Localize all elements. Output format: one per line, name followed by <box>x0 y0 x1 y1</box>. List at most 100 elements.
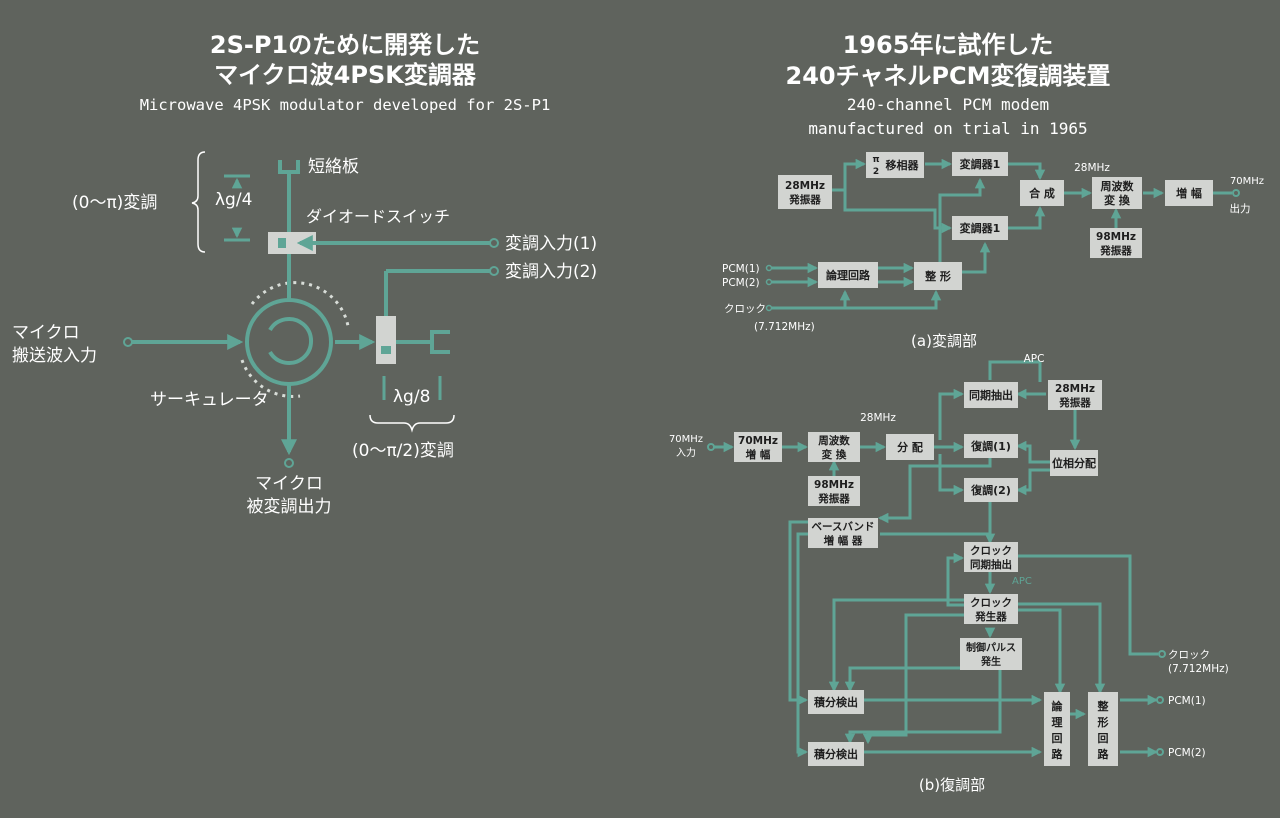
right-subtitle-line1: 240-channel PCM modem <box>847 95 1049 114</box>
mod-wire-osc-to-shift <box>830 158 867 192</box>
left-title-line1: 2S-P1のために開発した <box>210 31 480 59</box>
mod-input2-label: 変調入力(2) <box>505 262 597 282</box>
dem-shaping-v-0: 整 <box>1097 699 1109 713</box>
mod-amp-label: 増 幅 <box>1176 186 1202 200</box>
dem-ctrl-pulse-l1: 制御パルス <box>966 641 1016 654</box>
dem-clock-sync-l2: 同期抽出 <box>970 558 1012 571</box>
diode-element <box>278 238 286 248</box>
short-plate-label: 短絡板 <box>308 157 359 177</box>
circulator-flow-dots-bottom <box>240 359 301 398</box>
dem-clock-out-freq-label: (7.712MHz) <box>1168 663 1229 675</box>
mod-modulator1a-box <box>952 152 1008 176</box>
dem-shaping-v-2: 回 <box>1098 731 1109 745</box>
dem-wire-gen-to-int2 <box>862 613 965 745</box>
dem-pcm1-label: PCM(1) <box>1168 695 1206 707</box>
output-terminal <box>284 458 294 468</box>
mod-osc98-l2: 発振器 <box>1099 244 1132 257</box>
mod-combine-box <box>1020 180 1064 206</box>
mod-osc28-l2: 発振器 <box>788 193 821 206</box>
dem-shaping-v-3: 路 <box>1098 747 1110 761</box>
dem-logic-v-box <box>1044 692 1070 766</box>
short-plate2 <box>396 330 450 354</box>
right-subtitle-line2: manufactured on trial in 1965 <box>808 119 1087 138</box>
mod-caption: (a)変調部 <box>911 332 977 350</box>
dem-wire-gen-to-int1 <box>828 598 965 693</box>
dem-integrate2-box <box>808 742 864 766</box>
mod-freqconv-l2: 変 換 <box>1104 193 1131 207</box>
mod-pcm1-label: PCM(1) <box>722 263 760 275</box>
dem-distribute-label: 分 配 <box>897 440 923 454</box>
clock-terminal <box>765 304 773 312</box>
dem-in70-l2: 入力 <box>676 446 696 459</box>
dem-osc28-l1: 28MHz <box>1055 383 1095 395</box>
dem-pcm2-terminal <box>1156 748 1164 756</box>
dem-amp70-l1: 70MHz <box>738 435 778 447</box>
mod-input2-terminal <box>489 266 499 276</box>
mod-clock-label: クロック <box>724 303 766 315</box>
lambda-g8-label: λg/8 <box>393 387 430 407</box>
right-title-line1: 1965年に試作した <box>843 31 1054 59</box>
dem-wire-apc2 <box>988 360 1040 380</box>
dem-clock-gen-l1: クロック <box>970 597 1012 609</box>
mod-shaping-box <box>914 262 962 290</box>
circulator-outer <box>245 298 333 386</box>
diode-switch-label: ダイオードスイッチ <box>306 207 450 226</box>
brace-left <box>191 151 206 253</box>
dem-in70-l1: 70MHz <box>669 434 703 445</box>
dem-demod1-box <box>964 434 1018 458</box>
dem-demod2-box <box>964 478 1018 502</box>
dem-ctrl-pulse-box <box>960 638 1022 670</box>
pcm1-terminal <box>765 264 773 272</box>
mod-clock-freq-label: (7.712MHz) <box>754 321 815 333</box>
mod-input1-label: 変調入力(1) <box>505 234 597 254</box>
modulator-section: 28MHz 発振器 π 2 移相器 変調器1 変調器1 28MHz 合 成 周波… <box>722 152 1264 350</box>
dem-logic-v-0: 論 <box>1052 699 1064 713</box>
dem-sync-extract-box <box>964 382 1018 408</box>
dem-integrate2-label: 積分検出 <box>813 747 858 761</box>
dem-baseband-amp-box <box>808 518 878 548</box>
dem-clock-sync-l1: クロック <box>970 545 1012 557</box>
dem-wire-ctrl-to-int2 <box>844 670 1002 745</box>
dem-osc28-box <box>1048 380 1102 410</box>
dem-integrate1-label: 積分検出 <box>813 695 858 709</box>
dem-apc-top: APC <box>1024 353 1045 365</box>
dem-clock-gen-box <box>964 594 1018 624</box>
dem-shaping-v-1: 形 <box>1098 716 1109 729</box>
diode2-element <box>381 346 391 354</box>
mod-osc28-box <box>778 175 832 209</box>
dem-sync-extract-label: 同期抽出 <box>969 388 1013 402</box>
carrier-label-l2: 搬送波入力 <box>12 346 97 366</box>
mod-osc28-l1: 28MHz <box>785 180 825 192</box>
output-label-l1: マイクロ <box>255 474 323 494</box>
dem-clock-out-label: クロック <box>1168 649 1210 661</box>
dem-integrate1-box <box>808 690 864 714</box>
dem-wire-demod1-to-bb <box>877 458 992 524</box>
diode-switch2-box <box>376 316 396 364</box>
right-title-line2: 240チャネルPCM変復調装置 <box>786 62 1111 90</box>
dem-amp70-box <box>734 432 782 462</box>
dem-wire-gen-to-shape <box>1018 602 1106 695</box>
dem-logic-v-1: 理 <box>1052 716 1063 729</box>
mod-wire-clock-logic <box>772 289 851 310</box>
dem-phase-dist-label: 位相分配 <box>1052 456 1096 470</box>
dem-ctrl-pulse-l2: 発生 <box>980 655 1001 668</box>
short-plate-shape <box>278 160 300 174</box>
left-subtitle: Microwave 4PSK modulator developed for 2… <box>140 96 551 114</box>
dem-baseband-l2: 増 幅 器 <box>824 534 863 547</box>
dem-phase-dist-box <box>1050 450 1098 476</box>
circulator-inner-arc <box>268 317 314 365</box>
dem-wire-dist-to-sync <box>938 388 965 440</box>
mod-output-label: 出力 <box>1230 202 1251 215</box>
mod-wire-mod2-to-comb <box>1008 205 1046 230</box>
mod-wire-osc-to-mod2 <box>843 190 953 234</box>
output-label-l2: 被変調出力 <box>247 497 332 517</box>
dem-freqconv-box <box>808 432 860 462</box>
mod-wire-shape-to-mod2 <box>962 241 991 274</box>
dem-shaping-v-box <box>1088 692 1118 766</box>
dem-pcm1-terminal <box>1156 696 1164 704</box>
mod-wire-mod1-to-comb <box>1008 162 1046 181</box>
dem-wire-phase-to-demod2 <box>1015 468 1050 496</box>
dem-clock-gen-l2: 発生器 <box>974 610 1007 623</box>
dem-freq28-label: 28MHz <box>860 412 896 424</box>
dem-freqconv-l2: 変 換 <box>822 448 847 461</box>
